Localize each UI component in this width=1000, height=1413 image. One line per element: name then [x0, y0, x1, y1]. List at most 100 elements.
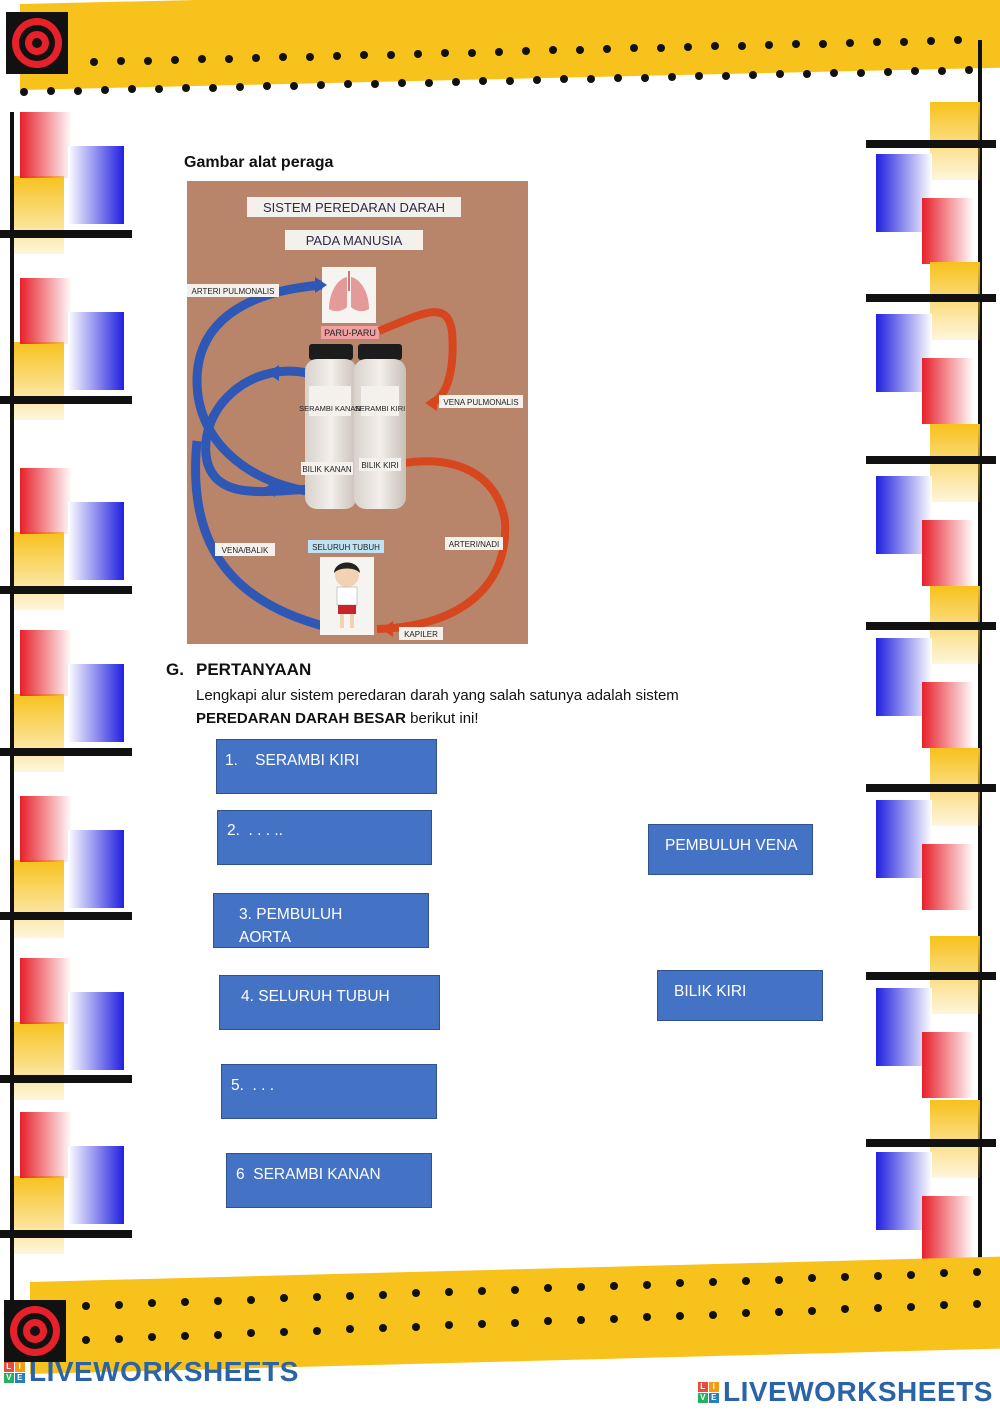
question-heading: G.PERTANYAAN	[166, 660, 311, 680]
paru-label	[321, 326, 379, 339]
decorative-dot	[576, 45, 584, 54]
decorative-dot	[306, 52, 314, 61]
decorative-dot	[907, 1270, 915, 1279]
decorative-dot	[738, 41, 746, 50]
decorative-dot	[874, 1304, 882, 1313]
decorative-bar	[866, 456, 996, 464]
decorative-square	[14, 342, 64, 420]
decorative-dot	[412, 1289, 420, 1298]
decorative-dot	[846, 39, 854, 48]
decorative-dot	[587, 74, 595, 83]
decorative-dot	[506, 76, 514, 85]
decorative-square	[20, 112, 72, 178]
decorative-dot	[873, 38, 881, 47]
kapiler-label	[399, 627, 443, 640]
circulation-model-photo: SISTEM PEREDARAN DARAH PADA MANUSIA PARU…	[187, 181, 528, 644]
decorative-square	[14, 694, 64, 772]
option-bilik-kiri[interactable]: BILIK KIRI	[657, 970, 823, 1021]
bottle-left	[305, 359, 357, 509]
decorative-dot	[468, 48, 476, 57]
decorative-bar	[0, 230, 132, 238]
question-heading-text: PERTANYAAN	[196, 660, 312, 679]
decorative-dot	[668, 72, 676, 81]
decorative-dot	[940, 1269, 948, 1278]
red-vessel-pulmonary	[377, 308, 457, 407]
decorative-dot	[441, 49, 449, 58]
decorative-dot	[803, 69, 811, 78]
model-subtitle-text: PADA MANUSIA	[306, 233, 403, 248]
blue-vessel-body	[191, 440, 329, 632]
decorative-dot	[973, 1300, 981, 1309]
decorative-square	[14, 1176, 64, 1254]
decorative-dot	[641, 73, 649, 82]
decorative-square	[68, 1146, 124, 1224]
decorative-dot	[927, 37, 935, 46]
decorative-dot	[965, 66, 973, 75]
decorative-bar	[866, 784, 996, 792]
decorative-dot	[643, 1280, 651, 1289]
decorative-dot	[398, 79, 406, 88]
step-box-5-blank[interactable]: 5. . . .	[221, 1064, 437, 1119]
step-box-6[interactable]: 6 SERAMBI KANAN	[226, 1153, 432, 1208]
decorative-dot	[676, 1312, 684, 1321]
decorative-dot	[313, 1326, 321, 1335]
decorative-dot	[478, 1320, 486, 1329]
bottle-cap-left	[309, 344, 353, 360]
paru-label-text: PARU-PARU	[324, 328, 376, 338]
decorative-dot	[841, 1305, 849, 1314]
decorative-bar	[0, 748, 132, 756]
decorative-dot	[182, 84, 190, 93]
arteri-pulmonalis-text: ARTERI PULMONALIS	[192, 287, 275, 296]
decorative-dot	[128, 85, 136, 94]
decorative-dot	[522, 47, 530, 56]
decorative-dot	[549, 46, 557, 55]
decorative-dot	[830, 69, 838, 78]
decorative-dot	[90, 58, 98, 66]
option-pembuluh-vena[interactable]: PEMBULUH VENA	[648, 824, 813, 875]
step-box-1[interactable]: 1. SERAMBI KIRI	[216, 739, 437, 794]
decorative-dot	[495, 47, 503, 56]
arrow-blue-3	[263, 481, 275, 497]
arrow-red-1	[425, 395, 437, 411]
decorative-dot	[610, 1314, 618, 1323]
decorative-dot	[511, 1318, 519, 1327]
decorative-dot	[610, 1281, 618, 1290]
decorative-bar	[0, 912, 132, 920]
decorative-square	[922, 844, 974, 910]
decorative-dot	[214, 1330, 222, 1339]
arrow-red-2	[381, 621, 393, 637]
decorative-dot	[290, 81, 298, 90]
logo-text-left: LIVEWORKSHEETS	[29, 1356, 299, 1387]
decorative-dot	[544, 1317, 552, 1326]
decorative-dot	[181, 1332, 189, 1340]
bilik-kiri-text: BILIK KIRI	[361, 461, 398, 470]
decorative-dot	[171, 55, 179, 64]
decorative-square	[68, 664, 124, 742]
decorative-dot	[544, 1284, 552, 1293]
decorative-dot	[280, 1294, 288, 1303]
option-bilik-kiri-text: BILIK KIRI	[674, 983, 747, 1000]
step-box-2-blank[interactable]: 2. . . . ..	[217, 810, 432, 865]
decorative-dot	[577, 1316, 585, 1325]
instruction-line-1: Lengkapi alur sistem peredaran darah yan…	[196, 687, 679, 704]
decorative-dot	[346, 1291, 354, 1300]
step-box-3[interactable]: 3. PEMBULUH AORTA	[213, 893, 429, 948]
decorative-square	[20, 278, 72, 344]
frame-right-line	[978, 40, 982, 1270]
decorative-dot	[560, 75, 568, 84]
circulation-model-illustration: SISTEM PEREDARAN DARAH PADA MANUSIA PARU…	[187, 181, 528, 644]
step-box-4-text: 4. SELURUH TUBUH	[241, 988, 390, 1005]
decorative-dot	[247, 1295, 255, 1304]
decorative-bar	[0, 586, 132, 594]
bottle-cap-right	[358, 344, 402, 360]
model-title-label	[247, 197, 461, 217]
decorative-bar	[866, 622, 996, 630]
decorative-bar	[0, 1230, 132, 1238]
bilik-kiri-label	[359, 458, 401, 471]
decorative-dot	[313, 1293, 321, 1302]
decorative-dot	[74, 86, 82, 95]
step-box-4[interactable]: 4. SELURUH TUBUH	[219, 975, 440, 1030]
